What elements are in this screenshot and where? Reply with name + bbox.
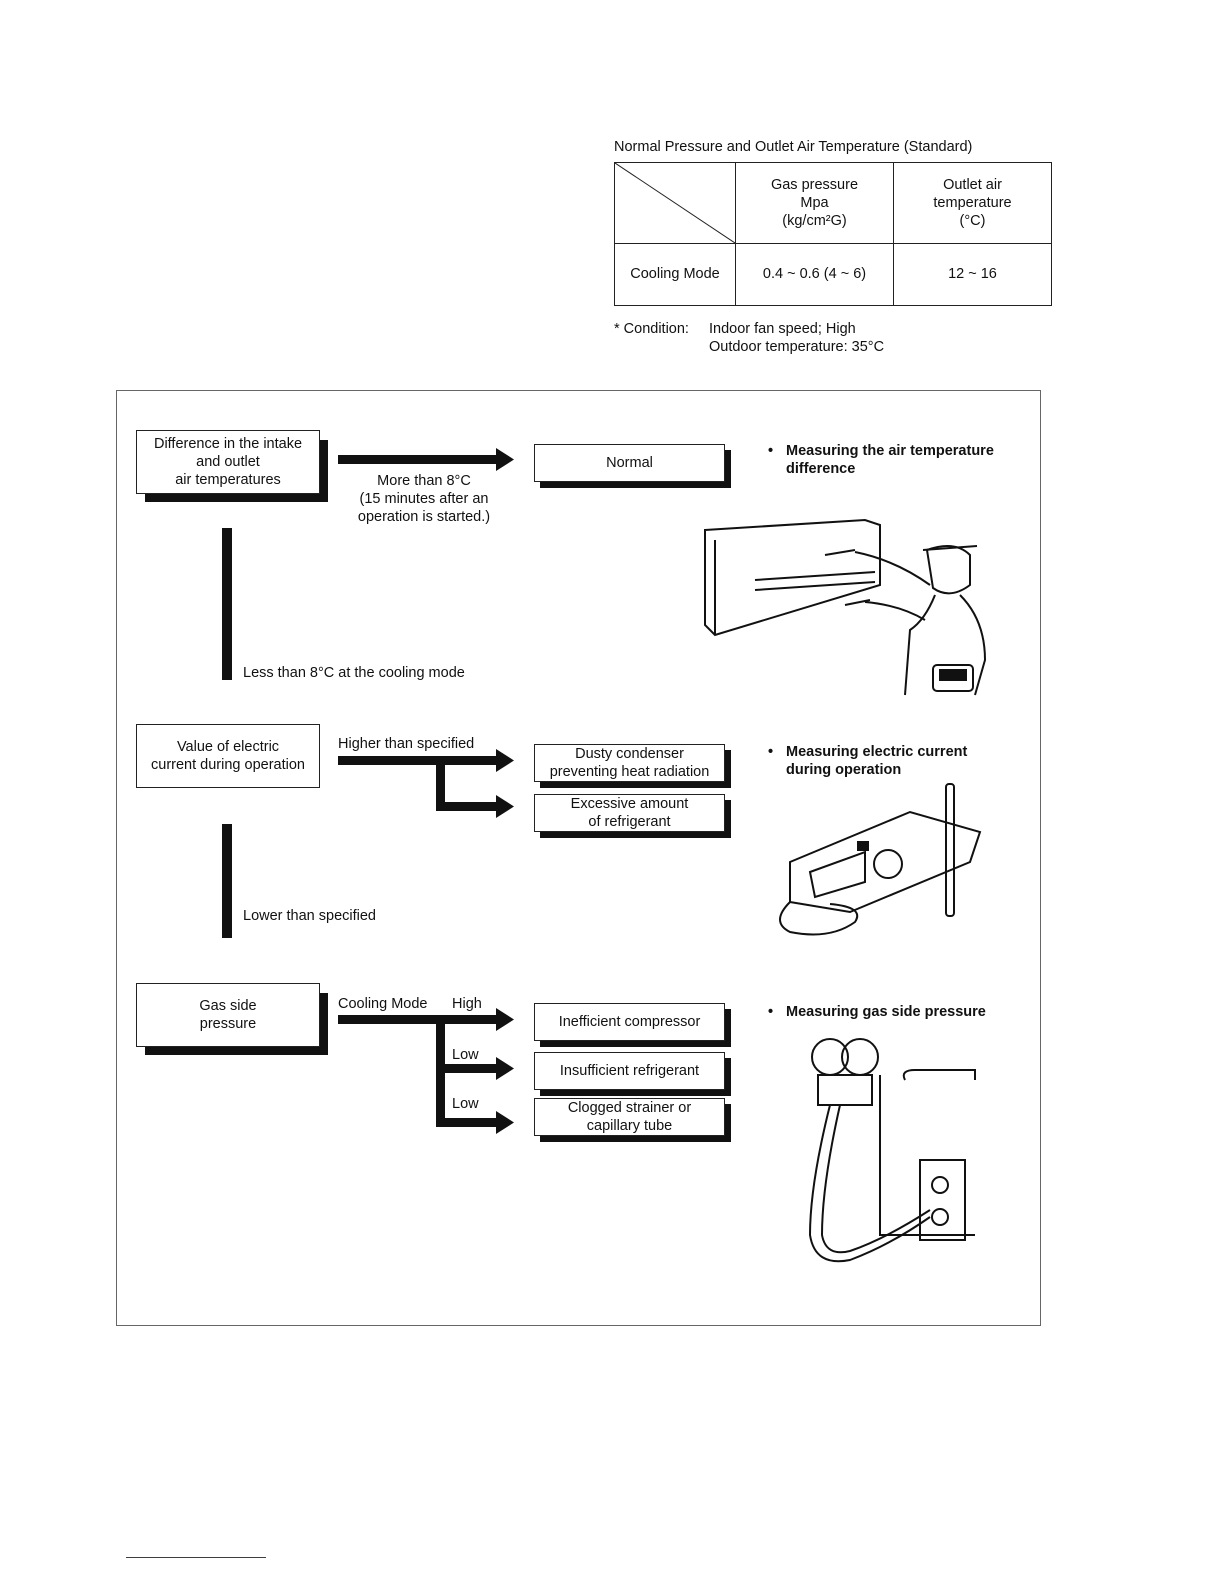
note-gas-pressure: • Measuring gas side pressure	[768, 1003, 986, 1021]
gas-side-pressure-box: Gas side pressure	[136, 983, 320, 1047]
low-label: Low	[452, 1047, 479, 1063]
less-than-label: Less than 8°C at the cooling mode	[243, 665, 465, 681]
table-header-row: Gas pressure Mpa (kg/cm²G) Outlet air te…	[614, 162, 1052, 244]
condition-line2: Outdoor temperature: 35°C	[709, 339, 885, 355]
mode-cell: Cooling Mode	[614, 242, 736, 307]
down-bar	[222, 824, 232, 938]
higher-than-label: Higher than specified	[338, 736, 475, 752]
manifold-gauge-icon	[808, 1038, 976, 1263]
note-line: Measuring the air temperature	[786, 443, 994, 459]
gas-header-line2: Mpa	[800, 194, 829, 211]
box-line: Difference in the intake	[153, 436, 303, 452]
gas-pressure-cell: 0.4 ~ 0.6 (4 ~ 6)	[735, 242, 894, 307]
box-line: Clogged strainer or	[567, 1100, 692, 1116]
clamp-meter-icon	[779, 783, 982, 936]
box-line: Gas side	[199, 998, 257, 1014]
note-line: Measuring electric current	[786, 744, 968, 760]
intake-outlet-diff-box: Difference in the intake and outlet air …	[136, 430, 320, 494]
outlet-header-line3: (°C)	[959, 212, 986, 229]
footer-link-underline[interactable]	[126, 1557, 266, 1558]
note-line: difference	[786, 461, 856, 477]
box-line: preventing heat radiation	[549, 764, 710, 780]
box-line: air temperatures	[175, 472, 281, 488]
result-label: Insufficient refrigerant	[559, 1063, 700, 1079]
box-line: capillary tube	[586, 1118, 673, 1134]
result-label: Normal	[606, 455, 653, 471]
condition-line1: Indoor fan speed; High	[709, 321, 856, 337]
excessive-refrigerant-box: Excessive amount of refrigerant	[534, 794, 725, 832]
note-line: during operation	[786, 762, 902, 778]
bullet-icon: •	[768, 744, 774, 760]
label-line: operation is started.)	[357, 509, 491, 525]
outlet-temp-header: Outlet air temperature (°C)	[893, 162, 1052, 244]
outlet-header-line1: Outlet air	[943, 176, 1002, 193]
box-line: Excessive amount	[570, 796, 689, 812]
note-electric-current: • Measuring electric current during oper…	[768, 743, 968, 779]
note-air-temp: • Measuring the air temperature differen…	[768, 442, 994, 478]
label-line: (15 minutes after an	[359, 491, 489, 507]
cooling-mode-label: Cooling Mode	[338, 996, 428, 1012]
label-line: More than 8°C	[377, 473, 471, 489]
table-corner-cell	[614, 162, 736, 244]
inefficient-compressor-box: Inefficient compressor	[534, 1003, 725, 1041]
condition-label: * Condition:	[614, 321, 689, 337]
spec-table: Gas pressure Mpa (kg/cm²G) Outlet air te…	[614, 162, 1052, 307]
arrow-right-icon	[338, 1008, 514, 1134]
box-line: Dusty condenser	[575, 746, 684, 762]
box-line: current during operation	[151, 757, 305, 773]
electric-current-box: Value of electric current during operati…	[136, 724, 320, 788]
air-conditioner-technician-icon	[704, 518, 987, 696]
clogged-strainer-box: Clogged strainer or capillary tube	[534, 1098, 725, 1136]
box-line: Value of electric	[176, 739, 280, 755]
arrow-right-icon	[338, 749, 514, 818]
result-label: Inefficient compressor	[558, 1014, 701, 1030]
outlet-header-line2: temperature	[933, 194, 1012, 211]
box-line: and outlet	[196, 454, 260, 470]
high-label: High	[452, 996, 482, 1012]
gas-header-line1: Gas pressure	[770, 176, 859, 193]
dusty-condenser-box: Dusty condenser preventing heat radiatio…	[534, 744, 725, 782]
gas-pressure-header: Gas pressure Mpa (kg/cm²G)	[735, 162, 894, 244]
normal-result-box: Normal	[534, 444, 725, 482]
arrow-right-icon	[338, 448, 514, 471]
low-label: Low	[452, 1096, 479, 1112]
bullet-icon: •	[768, 443, 774, 459]
diagonal-line-icon	[615, 163, 735, 243]
arrow-label-more-than: More than 8°C (15 minutes after an opera…	[345, 472, 503, 526]
note-line: Measuring gas side pressure	[786, 1004, 986, 1020]
lower-than-label: Lower than specified	[243, 908, 376, 924]
box-line: pressure	[199, 1016, 257, 1032]
insufficient-refrigerant-box: Insufficient refrigerant	[534, 1052, 725, 1090]
bullet-icon: •	[768, 1004, 774, 1020]
outlet-temp-cell: 12 ~ 16	[893, 242, 1052, 307]
box-line: of refrigerant	[588, 814, 671, 830]
table-row: Cooling Mode 0.4 ~ 0.6 (4 ~ 6) 12 ~ 16	[614, 242, 1052, 307]
gas-header-line3: (kg/cm²G)	[782, 212, 847, 229]
diagram-frame	[116, 390, 1041, 1326]
down-bar	[222, 528, 232, 680]
table-title: Normal Pressure and Outlet Air Temperatu…	[614, 139, 973, 155]
